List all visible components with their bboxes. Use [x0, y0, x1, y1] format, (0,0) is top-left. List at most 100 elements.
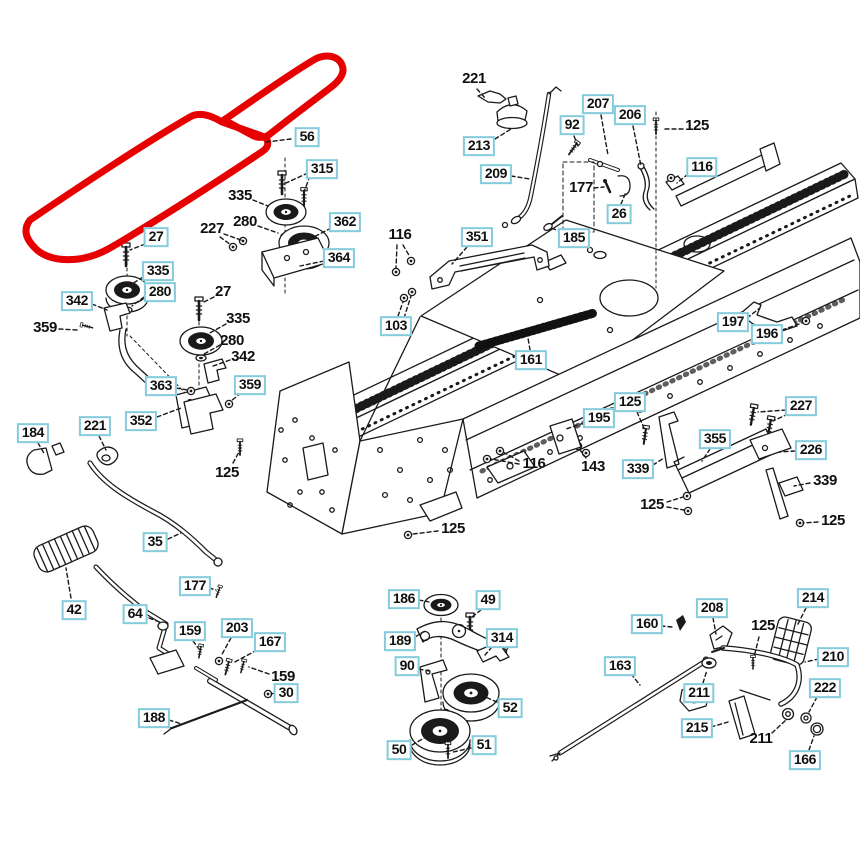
part-label-116: 116	[388, 226, 412, 244]
leader-line-335	[252, 199, 269, 207]
part-label-208: 208	[695, 598, 729, 618]
leader-line-125	[636, 411, 645, 429]
part-label-30: 30	[273, 683, 299, 703]
part-label-92: 92	[559, 115, 585, 135]
leader-line-209	[510, 175, 531, 180]
part-label-335: 335	[228, 187, 252, 205]
leader-line-280	[257, 225, 279, 234]
leader-line-143	[579, 449, 587, 459]
part-label-352: 352	[124, 411, 158, 431]
leader-line-206	[632, 125, 642, 167]
clutch-pedal-group	[26, 442, 298, 736]
part-label-159: 159	[271, 668, 295, 686]
leader-line-335	[207, 323, 227, 335]
leader-line-355	[701, 448, 711, 462]
part-label-339: 339	[813, 472, 837, 490]
part-label-210: 210	[816, 647, 850, 667]
leader-line-125	[666, 496, 684, 503]
leader-line-125	[666, 506, 685, 511]
leader-line-51	[452, 747, 472, 753]
leader-line-210	[804, 658, 820, 663]
chassis-frame	[266, 142, 860, 540]
leader-line-26	[620, 191, 627, 205]
leader-line-215	[710, 721, 729, 728]
part-label-125: 125	[821, 512, 845, 530]
part-label-125: 125	[751, 617, 775, 635]
leader-line-27	[201, 296, 215, 304]
part-label-280: 280	[143, 282, 177, 302]
leader-line-222	[808, 696, 818, 713]
part-label-211: 211	[749, 730, 773, 748]
leader-line-50	[411, 736, 427, 746]
part-label-177: 177	[178, 576, 212, 596]
leader-line-159	[248, 666, 270, 675]
leader-line-35	[167, 532, 182, 540]
part-label-335: 335	[226, 310, 250, 328]
part-label-125: 125	[685, 117, 709, 135]
part-label-27: 27	[215, 283, 231, 301]
part-label-207: 207	[581, 94, 615, 114]
part-label-359: 359	[233, 375, 267, 395]
leader-line-90	[418, 668, 430, 672]
part-label-103: 103	[379, 316, 413, 336]
leader-line-342	[91, 303, 108, 311]
leader-line-211	[702, 669, 708, 684]
leader-line-342	[212, 359, 231, 367]
leader-line-207	[600, 114, 609, 156]
idler-stack	[409, 593, 510, 766]
part-label-159: 159	[173, 621, 207, 641]
part-label-56: 56	[294, 127, 320, 147]
leader-line-116	[402, 244, 411, 258]
part-label-35: 35	[142, 532, 168, 552]
part-label-227: 227	[784, 396, 818, 416]
part-label-351: 351	[460, 227, 494, 247]
part-label-189: 189	[383, 631, 417, 651]
part-label-362: 362	[328, 212, 362, 232]
leader-line-335	[131, 276, 144, 285]
leader-line-196	[781, 322, 803, 331]
leader-line-195	[565, 422, 585, 430]
leader-line-125	[412, 530, 439, 535]
part-label-342: 342	[60, 291, 94, 311]
leader-line-184	[37, 442, 46, 456]
leader-line-227	[223, 233, 242, 241]
leader-line-362	[313, 227, 332, 238]
leader-line-116	[490, 458, 520, 465]
leader-line-116	[676, 173, 689, 184]
leader-line-188	[168, 719, 183, 725]
leader-line-27	[129, 243, 146, 251]
leader-line-167	[232, 649, 258, 664]
leader-line-186	[418, 599, 430, 603]
leader-line-56	[265, 138, 292, 143]
part-label-163: 163	[603, 656, 637, 676]
part-label-221: 221	[462, 70, 486, 88]
part-label-335: 335	[141, 261, 175, 281]
leader-line-359	[58, 328, 78, 331]
part-label-125: 125	[215, 464, 239, 482]
leader-line-52	[482, 695, 498, 703]
part-label-213: 213	[462, 136, 496, 156]
leader-line-203	[220, 637, 232, 657]
idler-pulley-clusters	[79, 157, 331, 456]
part-label-167: 167	[253, 632, 287, 652]
part-label-160: 160	[630, 614, 664, 634]
leader-line-49	[471, 609, 482, 618]
part-label-64: 64	[122, 604, 148, 624]
part-label-364: 364	[322, 248, 356, 268]
part-label-280: 280	[233, 213, 257, 231]
part-label-184: 184	[16, 423, 50, 443]
leader-line-116	[395, 244, 398, 269]
part-label-280: 280	[220, 332, 244, 350]
shift-linkage	[429, 86, 660, 290]
part-label-125: 125	[441, 520, 465, 538]
part-label-363: 363	[144, 376, 178, 396]
leader-line-197	[746, 307, 761, 319]
leader-lines	[37, 88, 820, 753]
leader-line-280	[203, 344, 221, 355]
part-label-42: 42	[61, 600, 87, 620]
part-label-143: 143	[581, 458, 605, 476]
part-label-315: 315	[305, 159, 339, 179]
